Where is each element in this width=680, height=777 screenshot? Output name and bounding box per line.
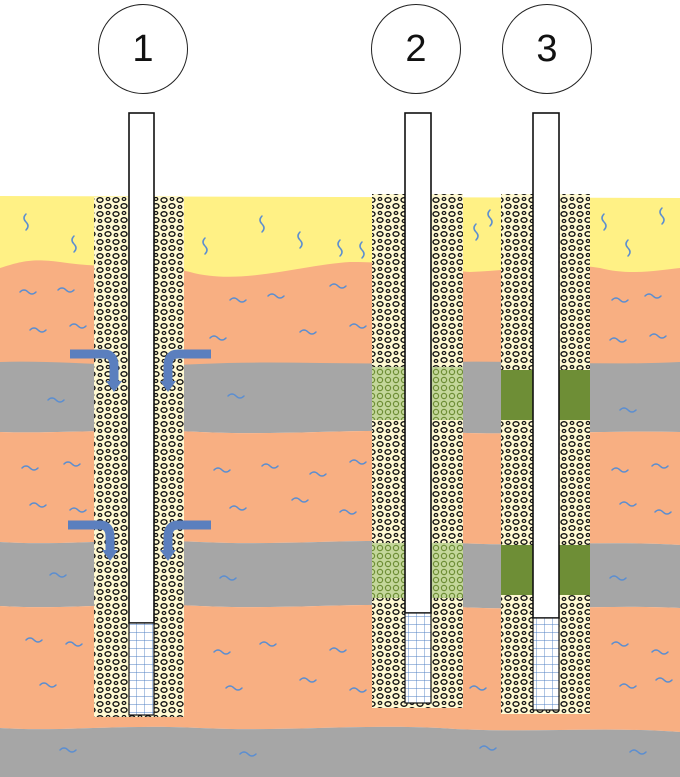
screen-well-2	[404, 612, 432, 704]
water-ripple-icon	[609, 337, 627, 343]
water-ripple-icon	[259, 641, 277, 647]
water-ripple-icon	[359, 241, 365, 259]
well-2-label: 2	[371, 4, 461, 94]
well-2	[372, 112, 463, 708]
casing-well-1	[128, 112, 155, 624]
water-ripple-icon	[609, 575, 627, 581]
water-ripple-icon	[259, 215, 265, 233]
water-ripple-icon	[329, 283, 347, 289]
screen-well-1	[128, 622, 155, 716]
water-ripple-icon	[299, 677, 317, 683]
water-ripple-icon	[209, 335, 227, 341]
water-ripple-icon	[291, 497, 309, 503]
water-ripple-icon	[19, 289, 37, 295]
water-ripple-icon	[473, 223, 479, 241]
water-ripple-icon	[202, 237, 208, 255]
water-ripple-icon	[651, 463, 669, 469]
water-ripple-icon	[619, 683, 637, 689]
well-1-label: 1	[98, 4, 188, 94]
water-ripple-icon	[601, 213, 607, 231]
water-ripple-icon	[29, 327, 47, 333]
water-ripple-icon	[39, 682, 57, 688]
water-ripple-icon	[619, 407, 637, 413]
water-ripple-icon	[59, 747, 77, 753]
water-ripple-icon	[23, 213, 29, 231]
water-ripple-icon	[629, 749, 647, 755]
water-ripple-icon	[267, 293, 285, 299]
water-ripple-icon	[469, 685, 487, 691]
water-ripple-icon	[213, 467, 231, 473]
water-ripple-icon	[57, 287, 75, 293]
water-ripple-icon	[649, 333, 667, 339]
water-ripple-icon	[337, 239, 343, 257]
water-ripple-icon	[49, 572, 67, 578]
water-ripple-icon	[29, 502, 47, 508]
casing-well-3	[532, 112, 560, 619]
water-ripple-icon	[299, 329, 317, 335]
water-ripple-icon	[329, 647, 347, 653]
water-ripple-icon	[651, 649, 669, 655]
well-3	[501, 112, 590, 714]
water-ripple-icon	[611, 641, 629, 647]
flow-arrow-icon	[68, 349, 211, 561]
water-ripple-icon	[229, 297, 247, 303]
water-ripple-icon	[349, 459, 367, 465]
water-ripple-icon	[309, 471, 327, 477]
water-ripple-icon	[659, 207, 665, 225]
water-ripple-icon	[611, 297, 629, 303]
water-ripple-icon	[47, 397, 65, 403]
water-ripple-icon	[225, 685, 243, 691]
water-ripple-icon	[25, 637, 43, 643]
water-ripple-icon	[21, 465, 39, 471]
water-ripple-icon	[65, 641, 83, 647]
water-ripple-icon	[619, 501, 637, 507]
water-ripple-icon	[349, 323, 367, 329]
well-1	[68, 112, 211, 717]
clay-layer-bottom	[0, 726, 680, 777]
water-ripple-icon	[239, 751, 257, 757]
well-3-label: 3	[502, 4, 592, 94]
screen-well-3	[532, 617, 560, 711]
water-ripple-icon	[644, 293, 662, 299]
water-ripple-icon	[219, 575, 237, 581]
water-ripple-icon	[349, 687, 367, 693]
water-ripple-icon	[69, 507, 87, 513]
water-ripple-icon	[71, 235, 77, 253]
water-ripple-icon	[63, 461, 81, 467]
water-ripple-icon	[261, 463, 279, 469]
water-ripple-icon	[654, 509, 672, 515]
water-ripple-icon	[655, 677, 673, 683]
water-ripple-icons	[19, 207, 673, 757]
casing-well-2	[404, 112, 432, 614]
water-ripple-icon	[213, 649, 231, 655]
water-ripple-icon	[297, 231, 303, 249]
water-ripple-icon	[69, 323, 87, 329]
water-ripple-icon	[339, 509, 357, 515]
water-ripple-icon	[625, 239, 631, 257]
water-ripple-icon	[611, 467, 629, 473]
water-ripple-icon	[229, 505, 247, 511]
water-ripple-icon	[479, 745, 497, 751]
water-ripple-icon	[487, 209, 493, 227]
water-ripple-icon	[227, 393, 245, 399]
